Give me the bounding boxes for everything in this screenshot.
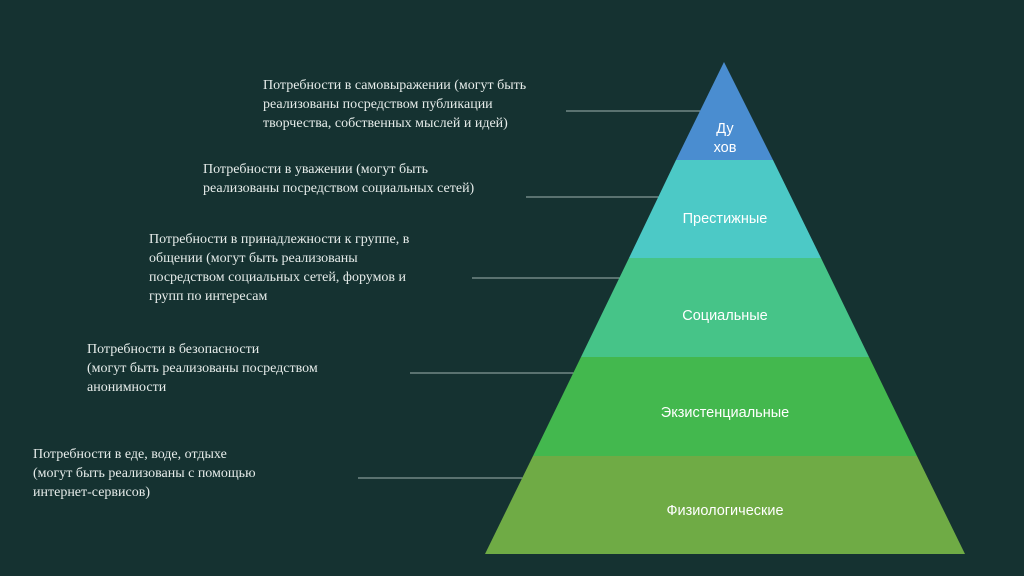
tier-physiological	[485, 456, 965, 554]
tier-social	[581, 258, 869, 357]
description-prestige: Потребности в уважении (могут быть реали…	[203, 162, 475, 196]
description-social: Потребности в принадлежности к группе, в…	[149, 232, 410, 304]
tier-label-spiritual-line1: Ду	[716, 121, 734, 137]
tier-label-social: Социальные	[682, 308, 768, 324]
tier-label-spiritual-line2: хов	[714, 140, 737, 156]
description-existential: Потребности в безопасности (могут быть р…	[87, 342, 318, 395]
tier-spiritual	[676, 62, 773, 160]
tier-existential	[533, 357, 917, 456]
tier-label-existential: Экзистенциальные	[661, 405, 789, 421]
tier-label-physiological: Физиологические	[666, 503, 783, 519]
tier-prestige	[629, 160, 821, 258]
description-physiological: Потребности в еде, воде, отдыхе (могут б…	[33, 447, 256, 500]
tier-label-prestige: Престижные	[683, 211, 768, 227]
description-spiritual: Потребности в самовыражении (могут быть …	[263, 78, 527, 131]
